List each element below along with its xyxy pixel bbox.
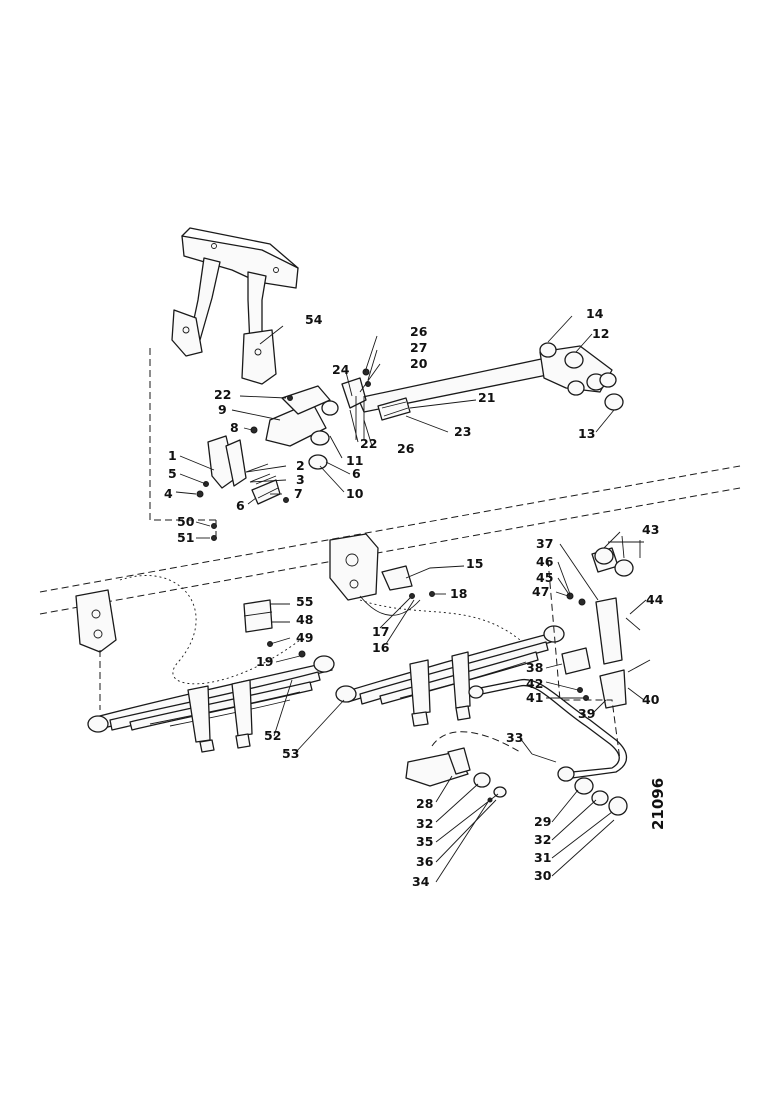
label-42: 42 [526, 676, 543, 691]
leaf-spring-left [87, 599, 335, 753]
label-27: 27 [410, 340, 427, 355]
label-43: 43 [642, 522, 659, 537]
label-8-upper: 8 [230, 420, 239, 435]
label-18: 18 [450, 586, 467, 601]
label-23: 23 [454, 424, 471, 439]
label-17: 17 [372, 624, 389, 639]
label-40: 40 [642, 692, 660, 707]
label-29: 29 [534, 814, 551, 829]
label-26-mid: 26 [397, 441, 415, 456]
label-35: 35 [416, 834, 433, 849]
leaf-spring-right [335, 625, 565, 727]
label-41: 41 [526, 690, 543, 705]
label-51: 51 [177, 530, 194, 545]
label-7: 7 [294, 486, 303, 501]
torque-rod [341, 342, 624, 440]
label-48: 48 [296, 612, 313, 627]
label-12: 12 [592, 326, 609, 341]
part-labels: 54 26 27 20 24 21 23 22 26 11 6 10 22 9 … [164, 306, 664, 889]
label-30: 30 [534, 868, 552, 883]
label-32-right: 32 [534, 832, 551, 847]
label-13: 13 [578, 426, 595, 441]
label-22-left: 22 [214, 387, 231, 402]
axle-bracket [329, 533, 435, 616]
frame-rails [39, 465, 741, 685]
label-36: 36 [416, 854, 434, 869]
label-28: 28 [416, 796, 433, 811]
label-9: 9 [218, 402, 227, 417]
support-bracket-54 [171, 227, 299, 385]
label-38: 38 [526, 660, 543, 675]
label-49: 49 [296, 630, 313, 645]
drawing-code: 21096 [649, 778, 667, 830]
label-24: 24 [332, 362, 350, 377]
label-52: 52 [264, 728, 281, 743]
shackle-assembly [196, 385, 339, 541]
label-19: 19 [256, 654, 273, 669]
label-11: 11 [346, 453, 363, 468]
label-21: 21 [478, 390, 495, 405]
label-47: 47 [532, 584, 549, 599]
leader-lines [175, 315, 647, 883]
label-14: 14 [586, 306, 604, 321]
label-22-mid: 22 [360, 436, 377, 451]
label-54: 54 [305, 312, 323, 327]
label-31: 31 [534, 850, 551, 865]
label-55: 55 [296, 594, 313, 609]
label-50: 50 [177, 514, 195, 529]
label-44: 44 [646, 592, 664, 607]
label-45: 45 [536, 570, 553, 585]
label-32-left: 32 [416, 816, 433, 831]
label-15: 15 [466, 556, 483, 571]
hanger-bracket-left [75, 589, 117, 710]
label-33: 33 [506, 730, 523, 745]
label-6-lower: 6 [236, 498, 245, 513]
rear-link-assembly [547, 540, 651, 761]
label-26-top: 26 [410, 324, 428, 339]
label-10: 10 [346, 486, 364, 501]
label-20: 20 [410, 356, 428, 371]
label-1: 1 [168, 448, 177, 463]
label-6-right: 6 [352, 466, 361, 481]
label-16: 16 [372, 640, 390, 655]
stabilizer-bar [405, 678, 628, 816]
label-2: 2 [296, 458, 305, 473]
label-46: 46 [536, 554, 554, 569]
label-37: 37 [536, 536, 553, 551]
label-4: 4 [164, 486, 173, 501]
label-3: 3 [296, 472, 305, 487]
label-34: 34 [412, 874, 430, 889]
label-5: 5 [168, 466, 177, 481]
label-39: 39 [578, 706, 595, 721]
label-53: 53 [282, 746, 299, 761]
